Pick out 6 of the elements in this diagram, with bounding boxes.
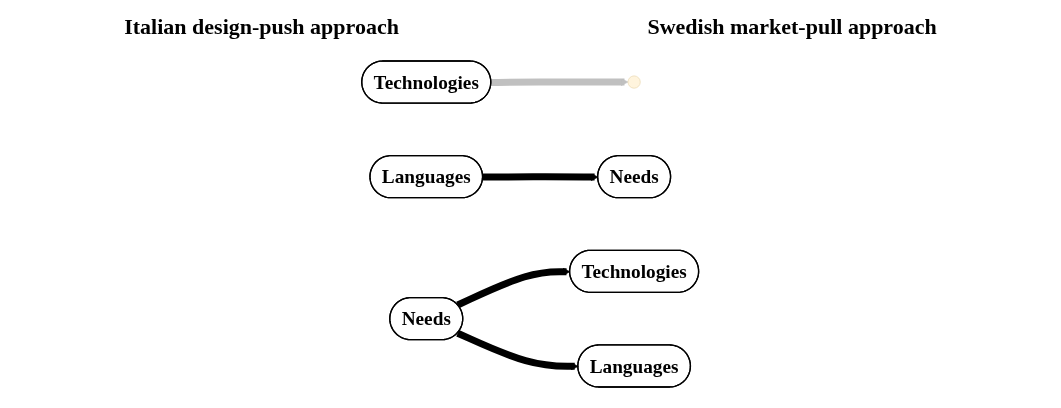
panel-heading: Swedish market-pull approach	[647, 14, 937, 41]
arrow	[483, 173, 599, 181]
arrow	[456, 267, 571, 309]
arrow	[491, 78, 629, 86]
arrow	[456, 330, 579, 371]
panel-heading: Italian design-push approach	[124, 14, 399, 41]
